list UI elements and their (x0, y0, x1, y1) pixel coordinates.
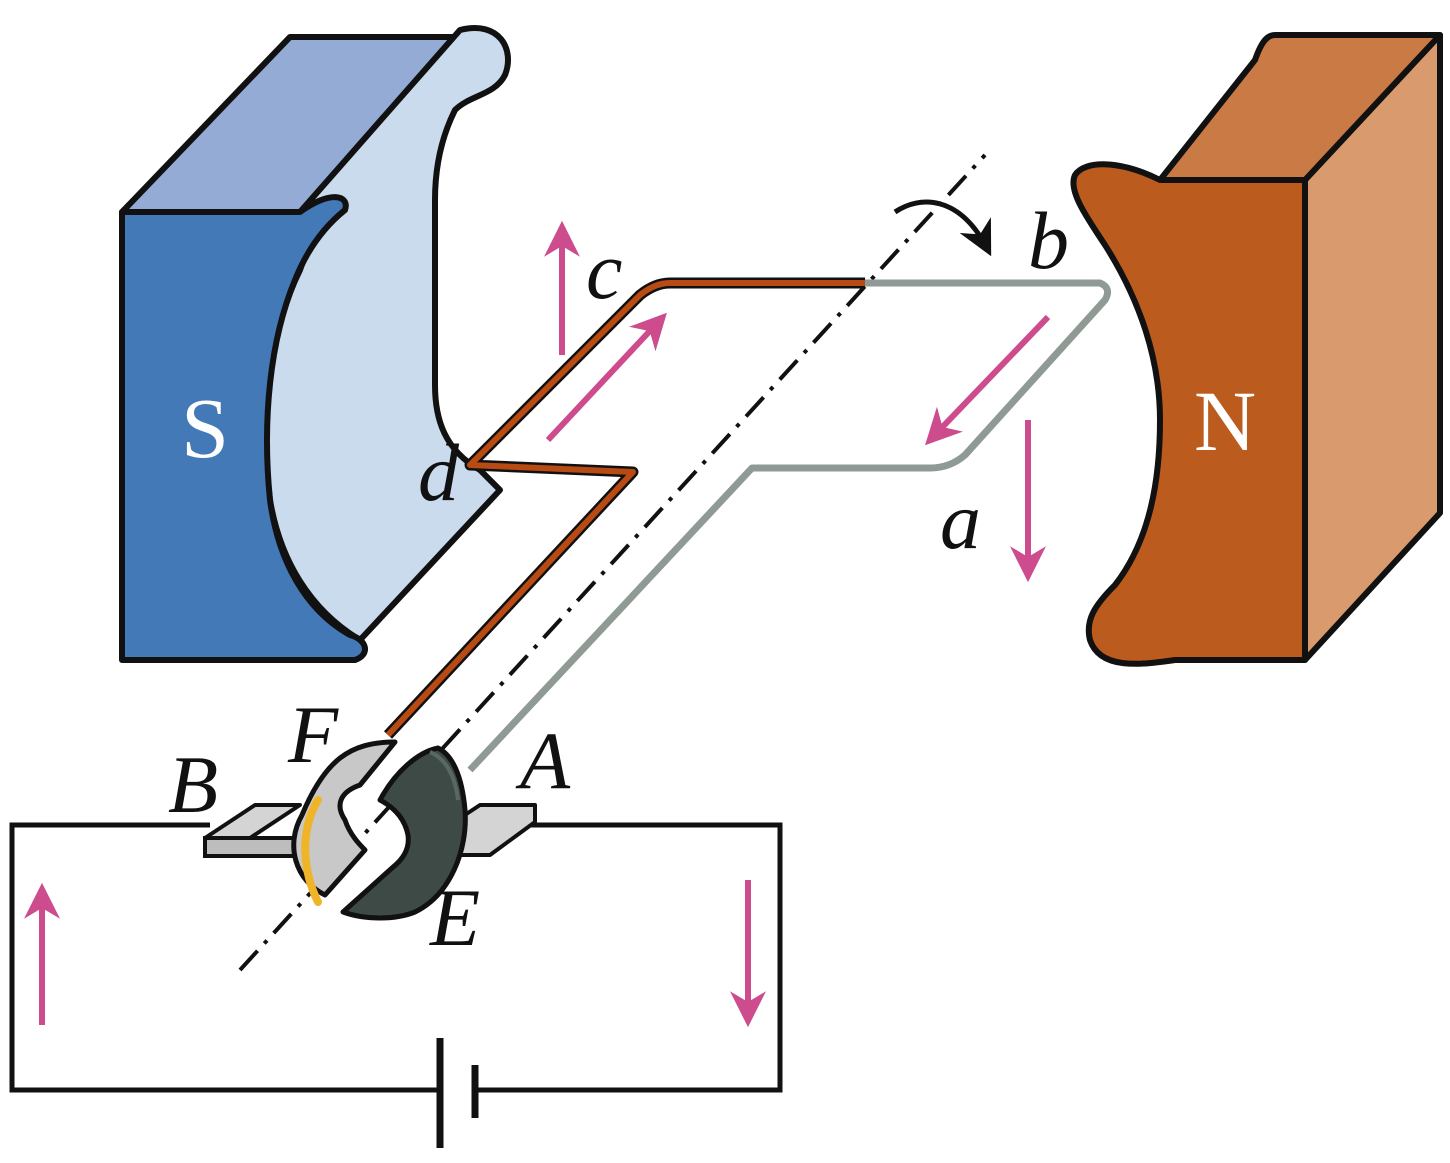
north-magnet: N (1070, 32, 1443, 667)
coil-red-wire (385, 280, 865, 738)
north-magnet-top (1157, 32, 1443, 183)
external-circuit (9, 822, 783, 1148)
north-magnet-front (1070, 161, 1308, 667)
current-arrow-icon (925, 314, 1051, 446)
coil (383, 277, 1112, 773)
commutator-assembly (203, 739, 537, 921)
circuit-wire-right (475, 822, 783, 1093)
label-d: d (418, 427, 460, 518)
rotation-arrow-icon (893, 199, 992, 257)
half-ring-e-highlight (429, 750, 460, 801)
coil-gray-wire (467, 279, 1112, 773)
labels: c b d a F B A E (168, 195, 1069, 963)
label-e: E (429, 872, 480, 963)
north-pole-label: N (1194, 373, 1256, 469)
south-pole-label: S (181, 380, 229, 476)
label-b: b (1028, 195, 1069, 286)
half-ring-e[interactable] (340, 745, 468, 921)
label-a: a (940, 475, 981, 566)
circuit-wire-left (9, 822, 440, 1093)
south-magnet-front (119, 194, 368, 663)
rotation-axis (238, 153, 987, 972)
label-brush-a: A (515, 715, 571, 806)
brush-b[interactable] (203, 836, 297, 858)
current-arrows (24, 220, 1051, 1028)
label-brush-b: B (168, 739, 218, 830)
south-magnet: S (119, 25, 511, 663)
half-ring-f[interactable] (291, 739, 398, 898)
half-ring-f-gold-edge (301, 796, 322, 906)
brush-b-top (203, 803, 302, 840)
label-f: F (287, 689, 339, 780)
current-arrow-icon (545, 312, 667, 443)
battery-icon (436, 1038, 479, 1148)
label-c: c (586, 225, 622, 316)
